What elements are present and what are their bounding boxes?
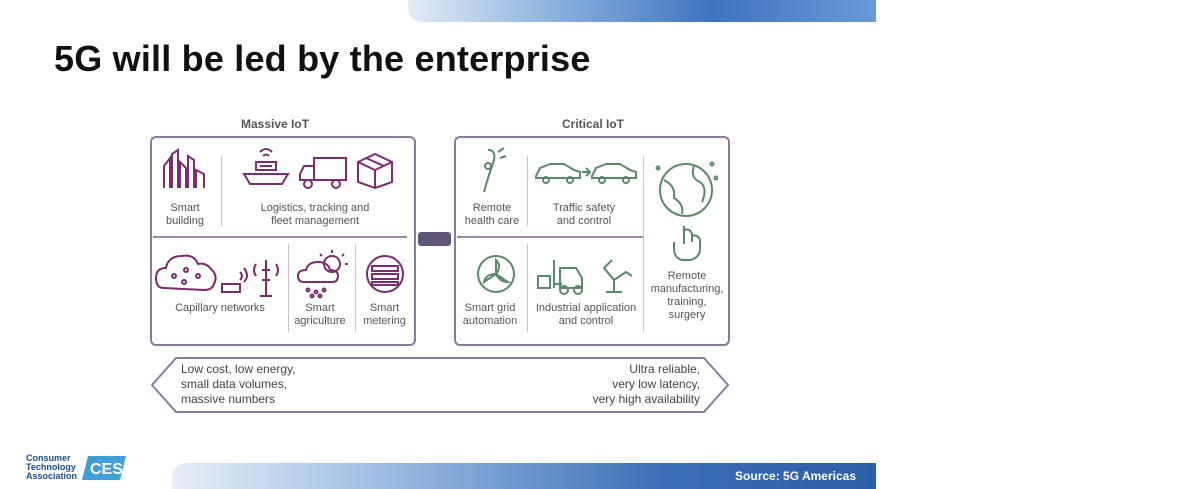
cta-logo-text: Consumer Technology Association	[26, 453, 78, 481]
antenna-icon	[218, 256, 288, 300]
cloud-network-icon	[154, 248, 220, 298]
spectrum-arrow	[150, 356, 730, 414]
health-caption: Remote health care	[464, 202, 520, 227]
truck-icon	[298, 154, 350, 190]
arrow-right-text: Ultra reliable, very low latency, very h…	[592, 362, 700, 406]
ship-icon	[240, 144, 292, 188]
globe-hand-icon	[654, 158, 718, 266]
massive-vdivider-2	[288, 244, 289, 332]
slide-title: 5G will be led by the enterprise	[54, 38, 591, 79]
bottom-banner: Source: 5G Americas	[172, 463, 876, 489]
top-banner	[408, 0, 876, 22]
health-icon	[474, 146, 510, 194]
critical-iot-label: Critical IoT	[562, 117, 625, 131]
meter-icon	[364, 254, 406, 294]
smart-building-icon	[162, 148, 206, 190]
agriculture-caption: Smart agriculture	[294, 302, 346, 327]
massive-divider	[153, 236, 407, 238]
connector-bar	[418, 232, 451, 246]
massive-iot-label: Massive IoT	[241, 117, 310, 131]
smart-building-caption: Smart building	[166, 202, 204, 227]
industrial-caption: Industrial application and control	[535, 302, 637, 327]
grid-caption: Smart grid automation	[462, 302, 518, 327]
critical-vdivider-2	[643, 156, 644, 332]
arrow-left-text: Low cost, low energy, small data volumes…	[181, 362, 296, 406]
critical-vdivider-3	[527, 244, 528, 332]
metering-caption: Smart metering	[363, 302, 406, 327]
logistics-caption: Logistics, tracking and fleet management	[260, 202, 370, 227]
package-icon	[354, 150, 396, 190]
manufacturing-caption: Remote manufacturing, training, surgery	[650, 270, 724, 321]
forklift-robot-icon	[536, 254, 640, 296]
wind-turbine-icon	[476, 254, 516, 296]
cars-icon	[534, 158, 640, 186]
ces-logo: CES	[80, 454, 128, 482]
traffic-caption: Traffic safety and control	[552, 202, 616, 227]
massive-vdivider-1	[221, 156, 222, 226]
critical-divider	[457, 236, 643, 238]
capillary-caption: Capillary networks	[175, 302, 265, 314]
source-text: Source: 5G Americas	[735, 469, 856, 483]
svg-text:CES: CES	[90, 461, 123, 478]
weather-icon	[296, 248, 350, 300]
massive-vdivider-3	[355, 244, 356, 332]
critical-vdivider-1	[527, 156, 528, 226]
